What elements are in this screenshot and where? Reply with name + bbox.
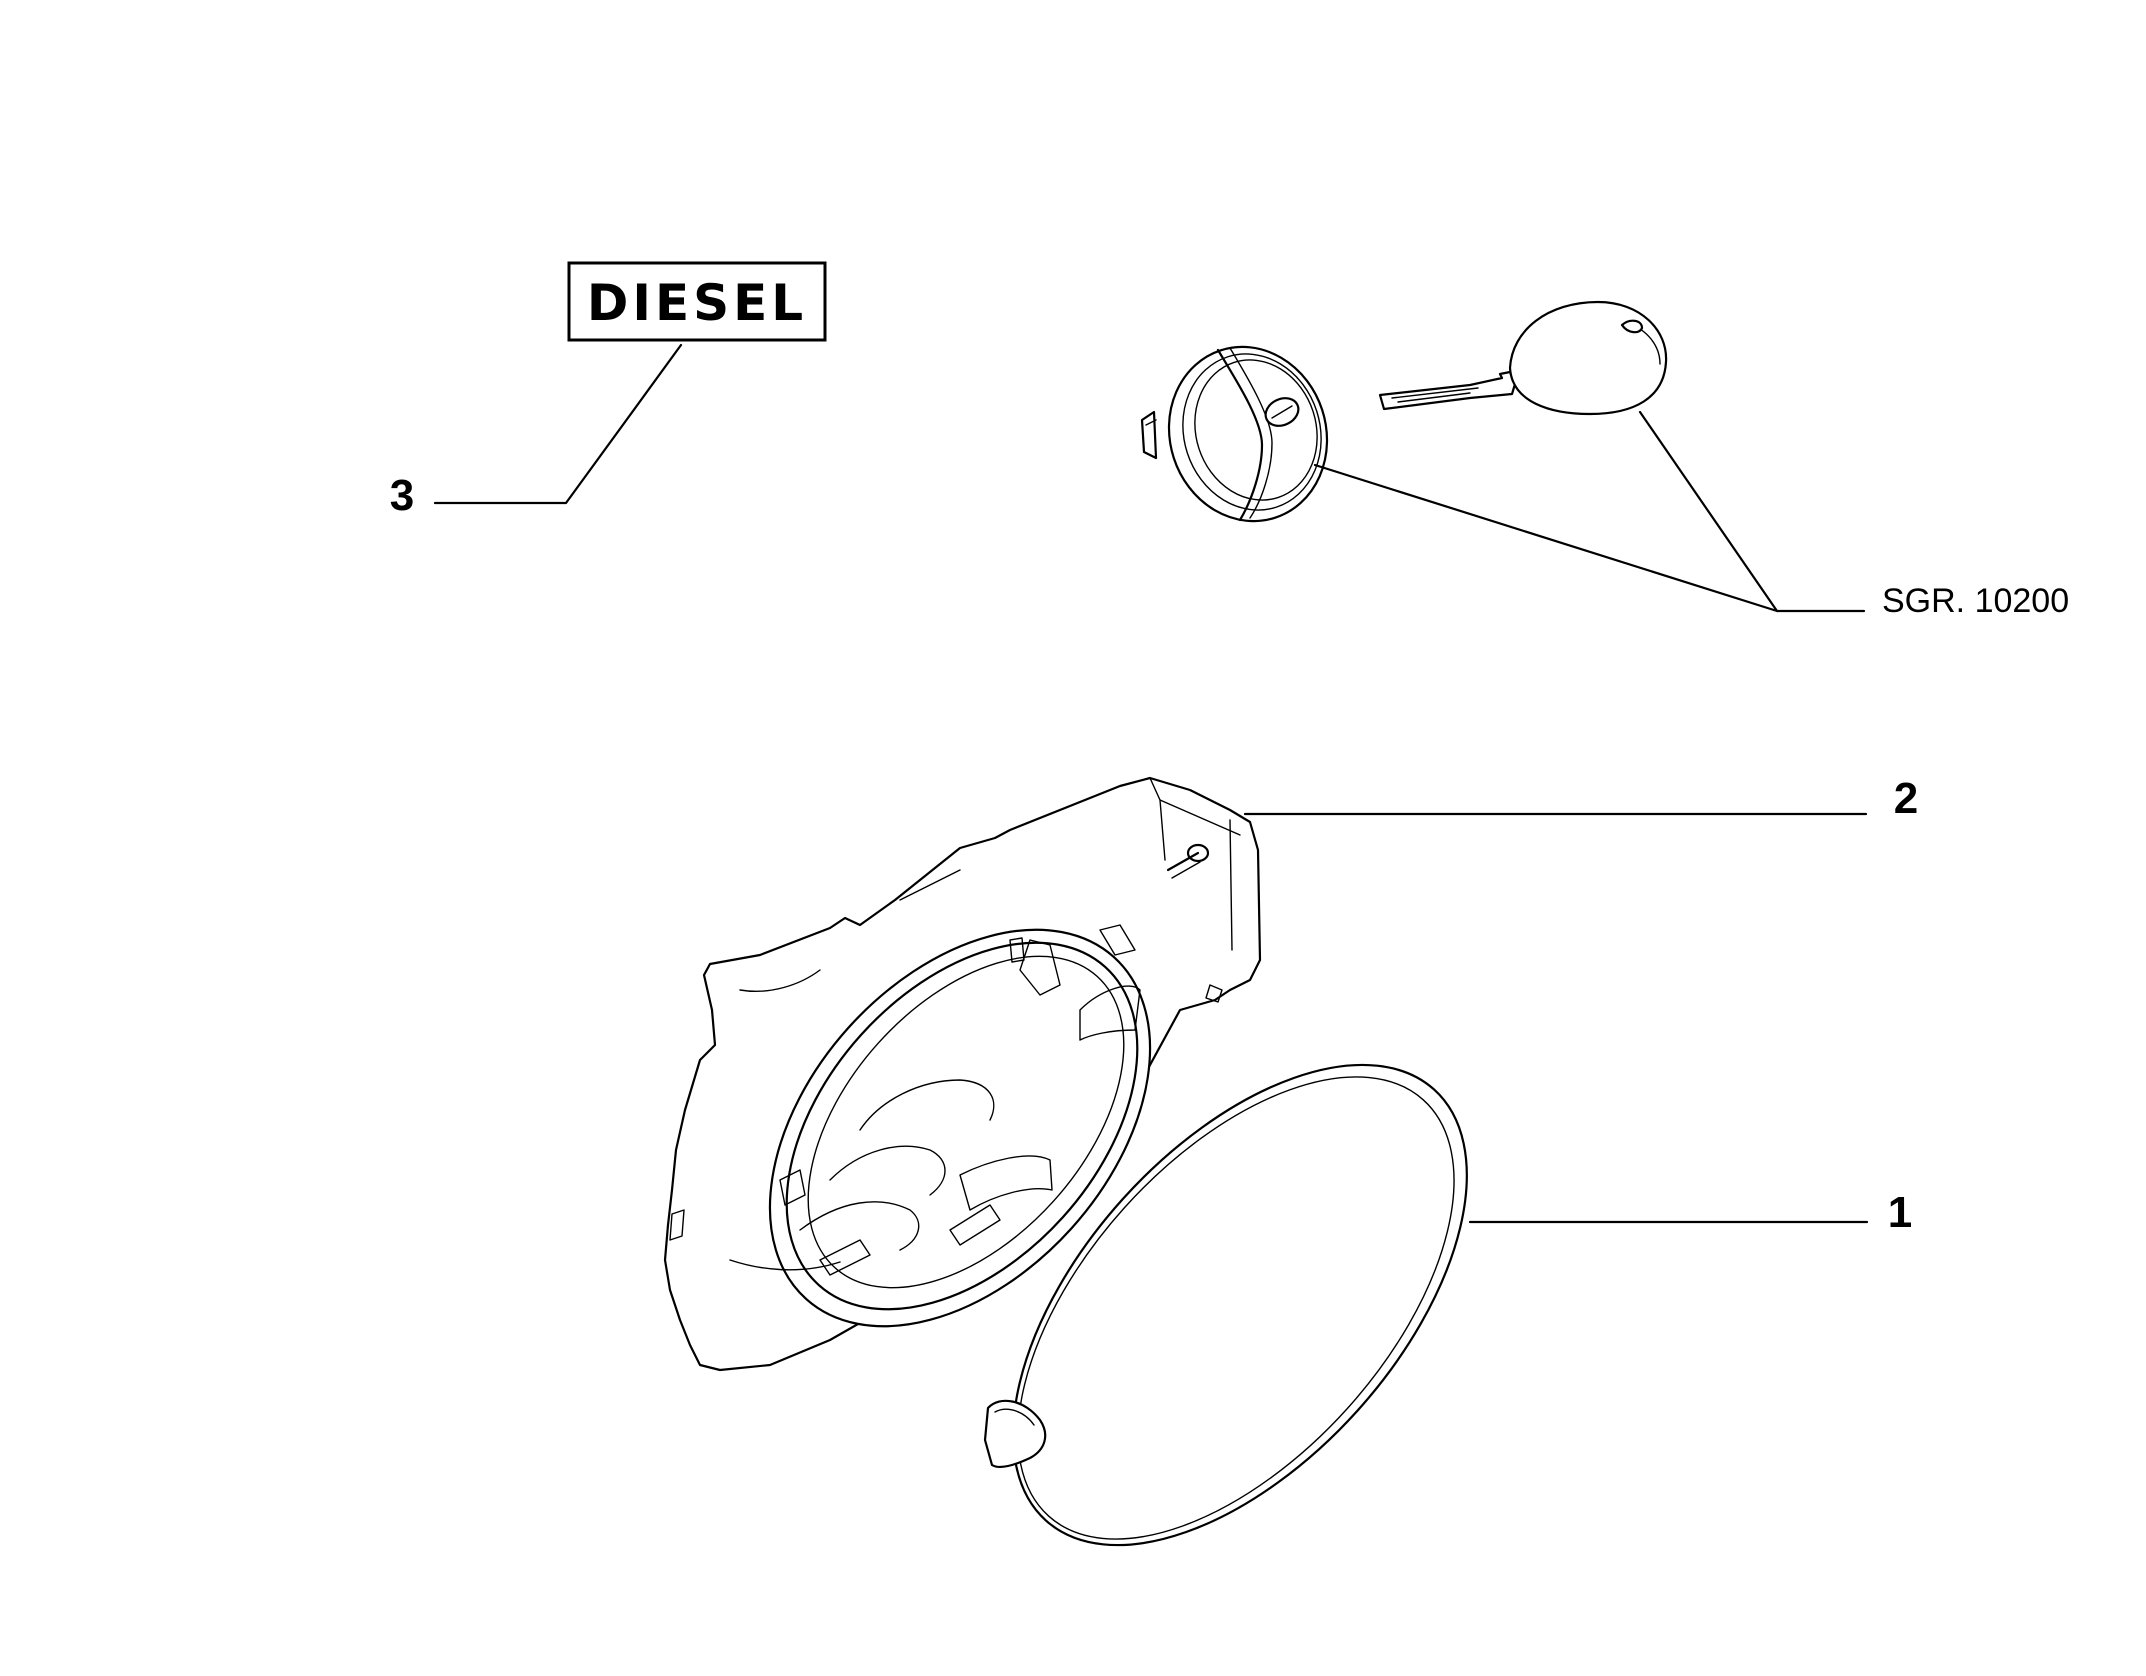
filler-housing-part (663, 776, 1262, 1372)
reference-label: SGR. 10200 (1882, 582, 2069, 620)
diesel-label-text: DIESEL (587, 274, 807, 332)
fuel-cap-drawing (1140, 345, 1329, 523)
leader-line-sgr-key (1638, 410, 1866, 613)
diesel-label-frame (567, 261, 827, 342)
callout-2: 2 (1894, 774, 1918, 823)
leader-line-3 (433, 343, 683, 505)
leader-line-sgr-cap (1313, 463, 1779, 613)
diesel-label-part: DIESEL (567, 261, 827, 342)
fuel-flap-part (983, 1063, 1468, 1547)
key-drawing (1378, 300, 1668, 416)
callout-1: 1 (1888, 1188, 1912, 1237)
callout-3: 3 (390, 471, 414, 520)
